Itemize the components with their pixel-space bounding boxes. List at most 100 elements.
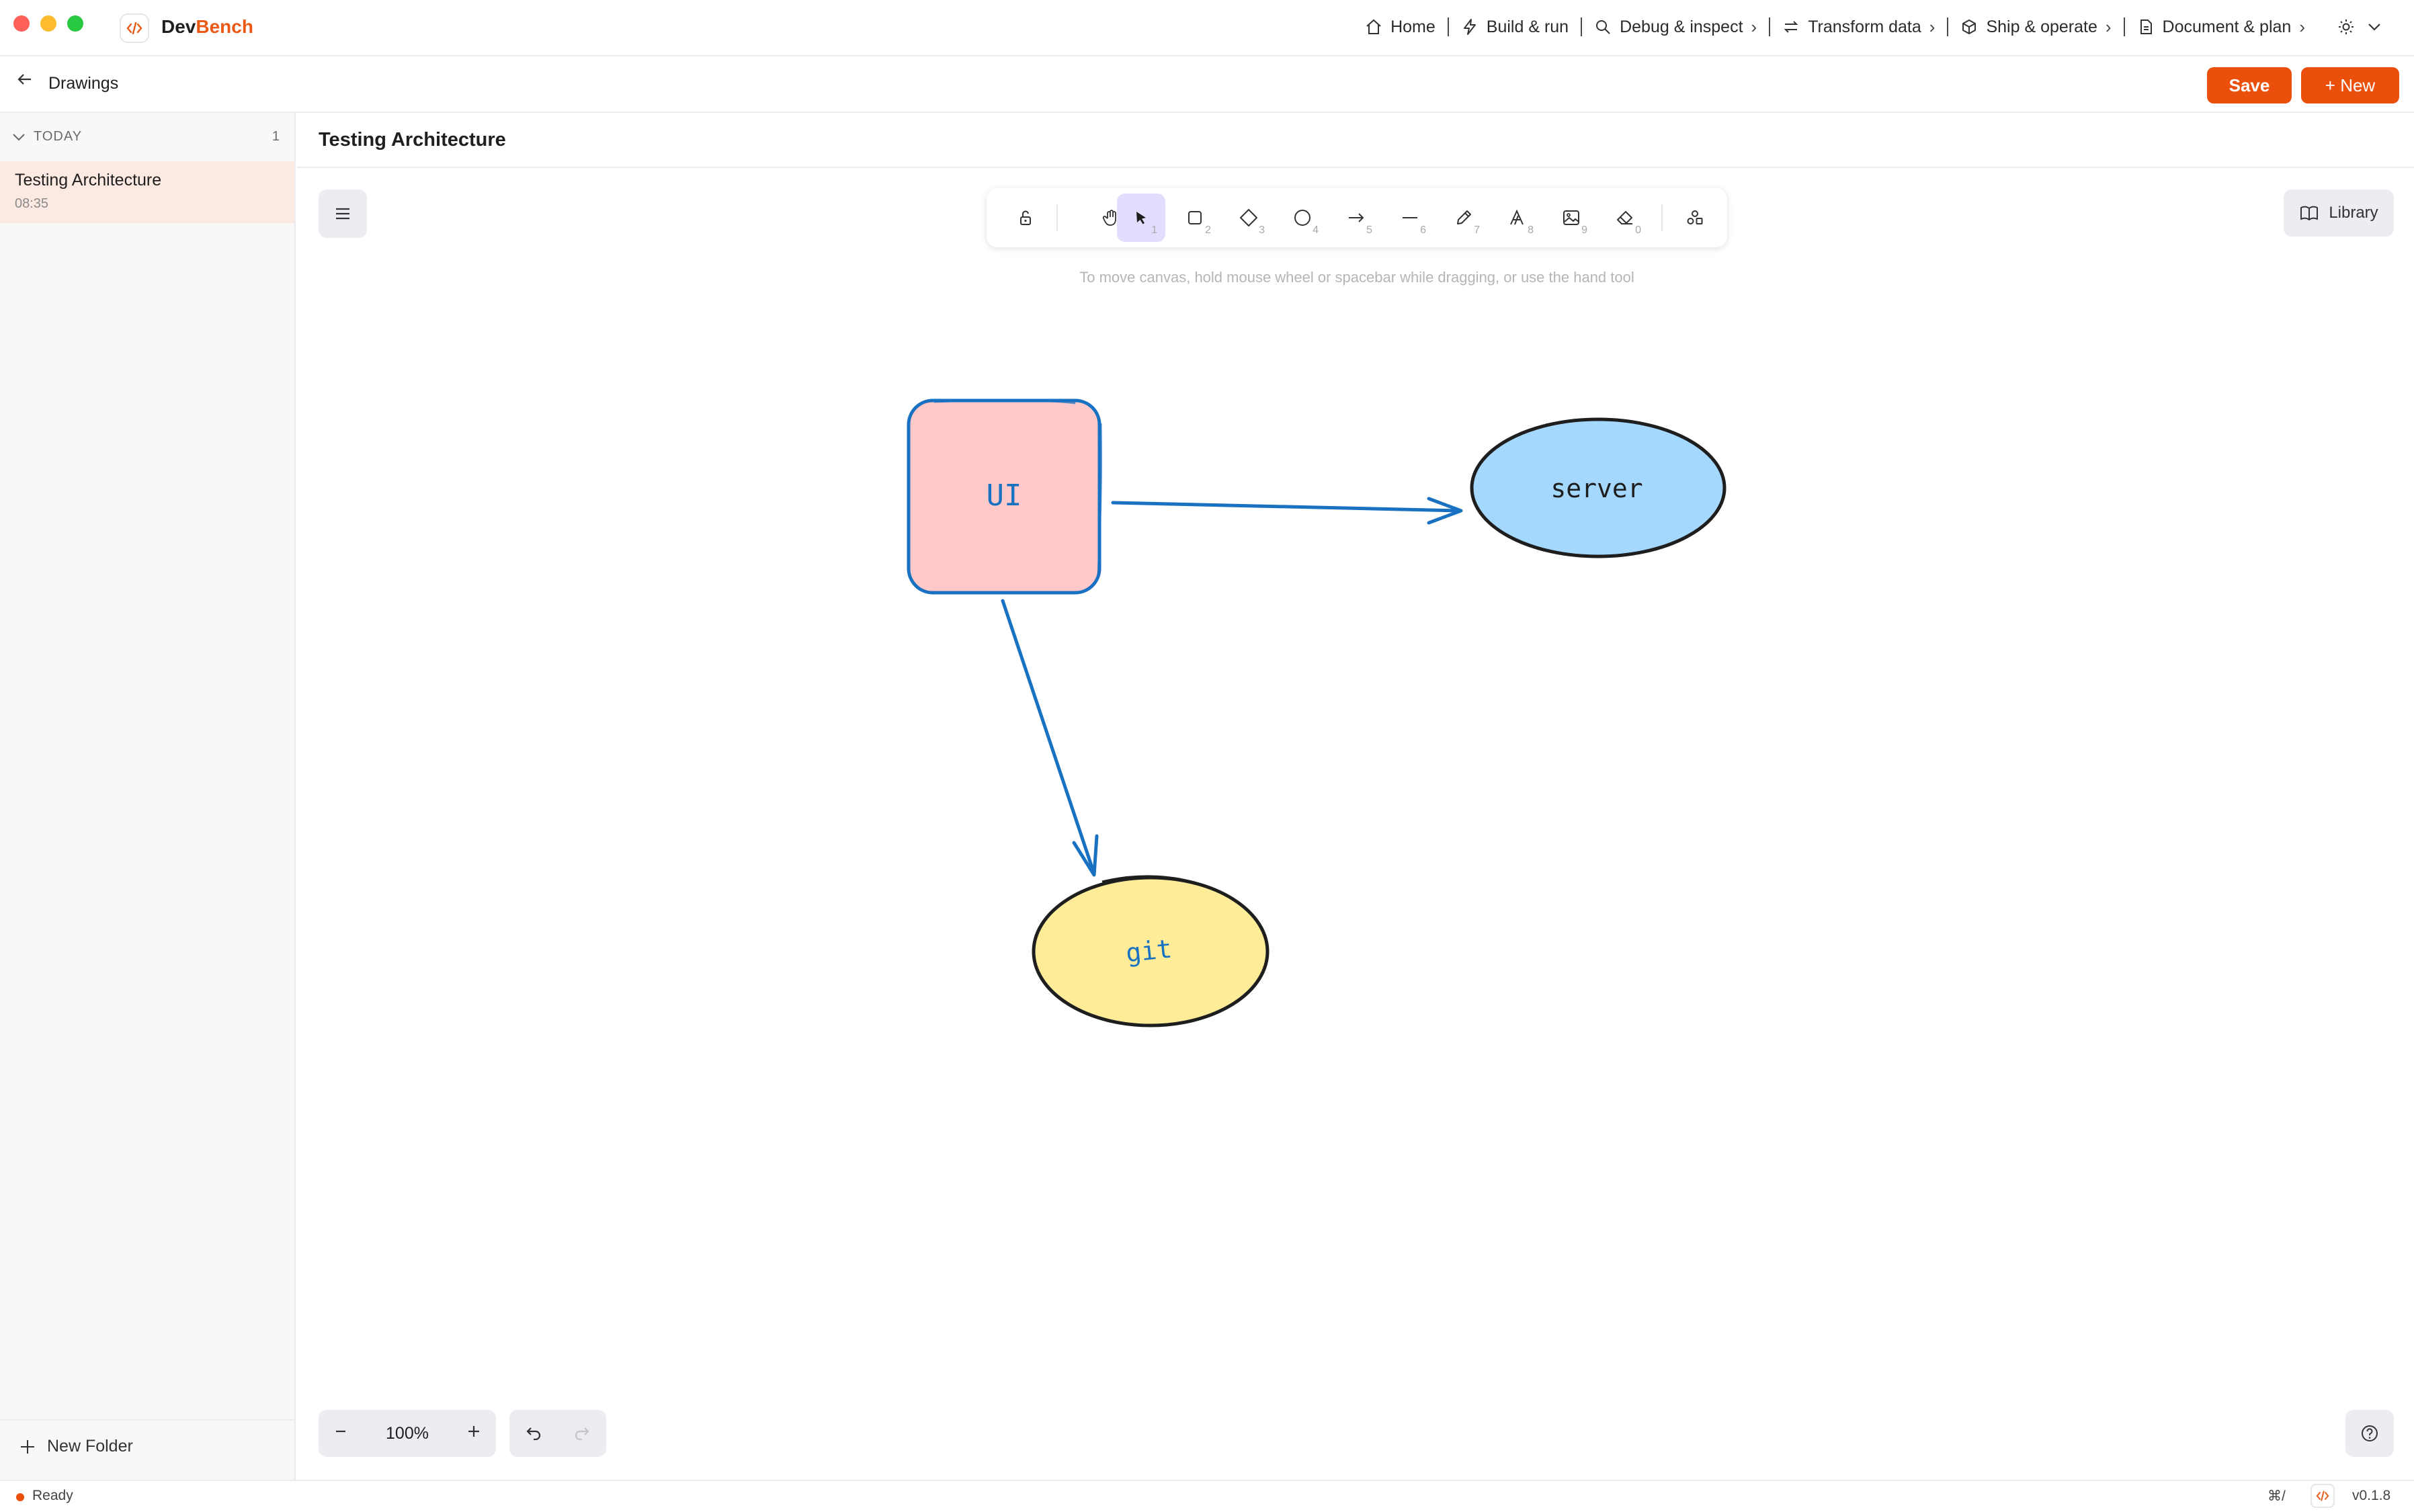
tool-ellipse[interactable]: 4 xyxy=(1278,194,1327,242)
hamburger-icon xyxy=(336,208,349,220)
chevron-right-icon: › xyxy=(1751,16,1757,37)
group-count: 1 xyxy=(272,129,280,144)
ui-shape-label: UI xyxy=(987,478,1022,513)
text-icon xyxy=(1510,209,1524,225)
unlock-icon xyxy=(1020,210,1031,225)
tool-draw[interactable]: 7 xyxy=(1440,194,1488,242)
tool-eraser[interactable]: 0 xyxy=(1601,194,1649,242)
image-icon xyxy=(1563,210,1579,225)
theme-toggle[interactable] xyxy=(2317,0,2394,54)
tool-lock[interactable] xyxy=(1001,194,1050,242)
bolt-icon xyxy=(1463,19,1476,35)
shortcut-hint[interactable]: ⌘/ xyxy=(2267,1488,2286,1504)
arrow-ui-to-server[interactable] xyxy=(1111,497,1463,525)
sidebar-item-drawing[interactable]: Testing Architecture 08:35 xyxy=(0,161,294,223)
box-icon xyxy=(1962,19,1976,34)
version-label: v0.1.8 xyxy=(2352,1488,2391,1503)
git-shape[interactable]: git xyxy=(1032,875,1270,1027)
help-icon xyxy=(2362,1425,2378,1441)
eraser-icon xyxy=(1617,211,1632,224)
book-icon xyxy=(2300,206,2319,220)
tool-extra[interactable] xyxy=(1671,194,1719,242)
diamond-icon xyxy=(1240,209,1257,226)
tool-diamond[interactable]: 3 xyxy=(1224,194,1273,242)
sidebar-item-title: Testing Architecture xyxy=(15,171,162,190)
history-controls xyxy=(509,1410,606,1457)
tool-text[interactable]: 8 xyxy=(1493,194,1542,242)
nav-debug-inspect[interactable]: Debug & inspect › xyxy=(1582,0,1769,54)
hand-icon xyxy=(1102,210,1116,226)
document-title: Testing Architecture xyxy=(319,129,506,151)
chevron-right-icon: › xyxy=(1929,16,1936,37)
drawing-toolbar: 1 2 3 4 5 6 7 8 9 0 xyxy=(987,188,1727,247)
plus-icon xyxy=(21,1439,34,1454)
nav-build-run[interactable]: Build & run xyxy=(1449,0,1581,54)
new-button[interactable]: + New xyxy=(2301,67,2399,103)
line-icon xyxy=(1403,217,1417,218)
close-window-button[interactable] xyxy=(13,15,30,32)
nav-transform-data[interactable]: Transform data › xyxy=(1770,0,1947,54)
sidebar-item-time: 08:35 xyxy=(15,196,49,211)
tool-rectangle[interactable]: 2 xyxy=(1171,194,1219,242)
zoom-out-button[interactable] xyxy=(333,1424,348,1443)
minimize-window-button[interactable] xyxy=(40,15,56,32)
server-shape[interactable]: server xyxy=(1470,417,1726,558)
plus-icon xyxy=(468,1425,479,1437)
app-logo-icon[interactable] xyxy=(2311,1484,2335,1508)
ui-shape[interactable]: UI xyxy=(907,398,1103,595)
group-header-today[interactable]: TODAY xyxy=(12,129,82,144)
undo-icon xyxy=(526,1427,541,1440)
swap-icon xyxy=(1784,21,1798,33)
top-navigation: Home Build & run Debug & inspect › Trans… xyxy=(1353,0,2414,54)
chevron-right-icon: › xyxy=(2299,16,2305,37)
redo-icon xyxy=(575,1427,589,1440)
shapes-icon xyxy=(1687,210,1703,224)
status-text: Ready xyxy=(32,1488,73,1503)
chevron-down-icon xyxy=(2368,24,2380,31)
new-folder-button[interactable]: New Folder xyxy=(19,1437,133,1456)
chevron-down-icon xyxy=(13,133,25,140)
cursor-icon xyxy=(1136,212,1146,224)
undo-button[interactable] xyxy=(525,1424,542,1443)
sidebar: TODAY 1 Testing Architecture 08:35 New F… xyxy=(0,113,296,1480)
drawings-label: Drawings xyxy=(48,74,119,93)
tool-select[interactable]: 1 xyxy=(1117,194,1165,242)
app-title: DevBench xyxy=(161,16,253,37)
zoom-in-button[interactable] xyxy=(466,1424,481,1443)
document-icon xyxy=(2140,19,2152,34)
nav-ship-operate[interactable]: Ship & operate › xyxy=(1948,0,2123,54)
arrow-icon xyxy=(1349,213,1364,222)
tool-image[interactable]: 9 xyxy=(1547,194,1595,242)
server-shape-label: server xyxy=(1550,474,1642,503)
zoom-level[interactable]: 100% xyxy=(386,1423,429,1443)
sun-icon xyxy=(2339,19,2354,34)
title-bar: DevBench Home Build & run Debug & inspec… xyxy=(0,0,2414,56)
canvas-menu-button[interactable] xyxy=(319,190,367,238)
home-icon xyxy=(1366,19,1381,34)
minus-icon xyxy=(336,1430,345,1432)
tool-arrow[interactable]: 5 xyxy=(1332,194,1380,242)
canvas-header: Testing Architecture xyxy=(297,113,2414,168)
sub-header: Drawings Save + New xyxy=(0,56,2414,113)
tool-line[interactable]: 6 xyxy=(1386,194,1434,242)
chevron-right-icon: › xyxy=(2105,16,2112,37)
redo-button[interactable] xyxy=(573,1424,591,1443)
nav-document-plan[interactable]: Document & plan › xyxy=(2125,0,2317,54)
back-arrow-icon[interactable] xyxy=(15,70,34,94)
square-icon xyxy=(1188,211,1202,224)
search-icon xyxy=(1596,20,1610,34)
tool-hand[interactable] xyxy=(1087,194,1136,242)
circle-icon xyxy=(1294,210,1310,226)
zoom-controls: 100% xyxy=(319,1410,496,1457)
status-bar: Ready ⌘/ v0.1.8 xyxy=(0,1480,2414,1512)
arrow-ui-to-git[interactable] xyxy=(1001,599,1099,877)
maximize-window-button[interactable] xyxy=(67,15,83,32)
divider xyxy=(0,1419,294,1421)
help-button[interactable] xyxy=(2345,1410,2394,1457)
canvas-hint: To move canvas, hold mouse wheel or spac… xyxy=(1079,269,1634,286)
save-button[interactable]: Save xyxy=(2207,67,2292,103)
nav-home[interactable]: Home xyxy=(1353,0,1448,54)
library-button[interactable]: Library xyxy=(2284,190,2394,237)
app-logo-icon xyxy=(120,13,149,43)
